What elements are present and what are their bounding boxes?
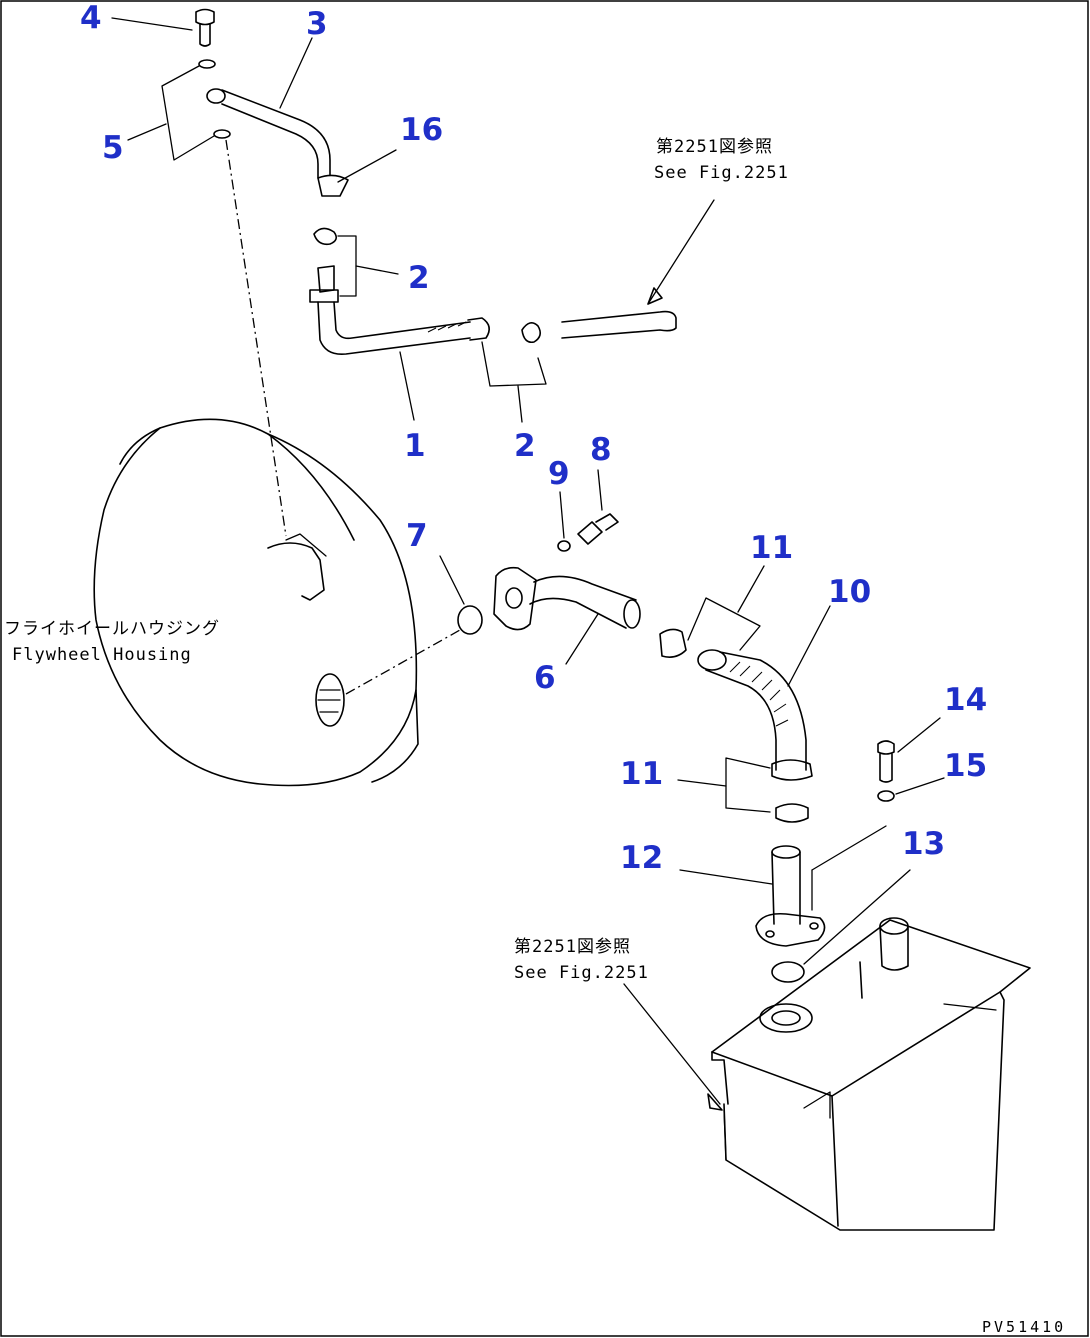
ref-top-jp: 第2251図参照	[656, 137, 773, 157]
callout-11-upper: 11	[750, 530, 793, 566]
callout-5: 5	[102, 130, 124, 166]
callout-13: 13	[902, 826, 945, 862]
callout-6: 6	[534, 660, 556, 696]
callout-1: 1	[404, 428, 426, 464]
callout-16: 16	[400, 112, 443, 148]
callout-10: 10	[828, 574, 871, 610]
ref-top-en: See Fig.2251	[654, 163, 789, 183]
callout-15: 15	[944, 748, 987, 784]
callout-3: 3	[306, 6, 328, 42]
part-2-seal-upper	[313, 227, 399, 297]
callout-2-upper: 2	[408, 260, 430, 296]
callout-2-lower: 2	[514, 428, 536, 464]
part-7-plug	[439, 555, 483, 635]
callout-4: 4	[80, 0, 102, 36]
callout-8: 8	[590, 432, 612, 468]
part-3-tube	[206, 37, 331, 179]
tank	[623, 917, 1031, 1231]
flywheel-housing	[93, 139, 461, 787]
callout-7: 7	[406, 518, 428, 554]
part-4-bolt	[111, 8, 215, 47]
part-15-washer	[877, 777, 945, 802]
part-11-clamps-lower	[677, 757, 813, 823]
part-6-elbow	[493, 566, 641, 665]
part-11-clamp-upper	[659, 565, 765, 658]
part-8-bolt	[577, 469, 619, 545]
ref-bottom-jp: 第2251図参照	[514, 937, 631, 957]
part-9-washer	[557, 491, 571, 552]
ref-bottom-en: See Fig.2251	[514, 963, 649, 983]
part-16-clip	[317, 149, 397, 197]
flywheel-label-en: Flywheel Housing	[12, 645, 192, 665]
part-12-pipe-flange	[679, 825, 887, 947]
hose-reference-top	[561, 199, 715, 339]
callout-14: 14	[944, 682, 987, 718]
flywheel-label-jp: フライホイールハウジング	[4, 619, 220, 639]
part-1-tube	[309, 265, 490, 421]
part-5-washers	[127, 59, 231, 161]
callout-12: 12	[620, 840, 663, 876]
part-2-clamp-lower	[481, 322, 547, 423]
callout-9: 9	[548, 456, 570, 492]
drawing-code: PV51410	[982, 1318, 1066, 1336]
part-10-hose	[697, 605, 831, 771]
callout-11-lower: 11	[620, 756, 663, 792]
part-14-bolt	[877, 717, 941, 783]
part-13-gasket	[771, 869, 911, 983]
